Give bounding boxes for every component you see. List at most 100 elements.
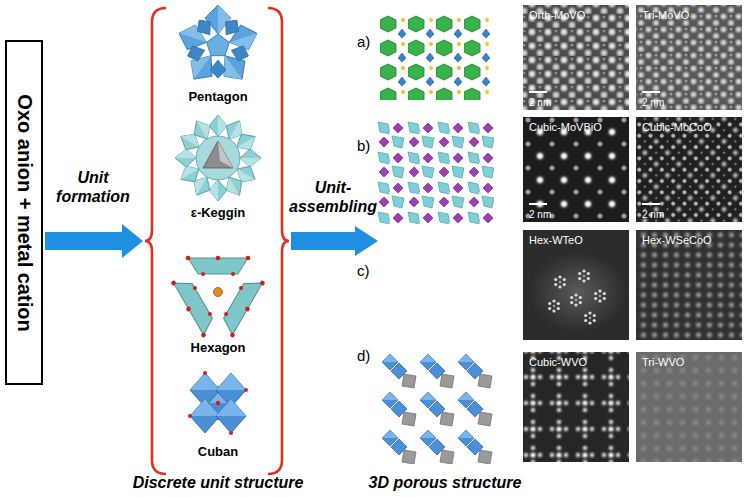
source-box: Oxo anion + metal cation <box>5 40 43 385</box>
micrograph <box>636 352 742 462</box>
illustration-circle <box>231 272 235 276</box>
illustration-rect <box>523 230 629 340</box>
micrograph-panel: Cubic-WVO <box>523 352 629 462</box>
panel-letter: d) <box>357 347 379 365</box>
illustration-circle <box>186 256 191 261</box>
illustration-g <box>186 256 251 276</box>
panel-letter: a) <box>357 33 379 51</box>
illustration-use <box>240 149 261 167</box>
panel-letter: c) <box>357 262 379 280</box>
unit-name: ε-Keggin <box>168 205 268 221</box>
micrograph-panel: Cubic-MoCoO 2 nm <box>636 117 742 222</box>
illustration-line <box>529 91 547 93</box>
illustration-circle <box>214 288 223 297</box>
illustration-use <box>584 311 596 324</box>
panel-letter: b) <box>357 137 379 155</box>
micrograph-panel: Hex-WSeCoO <box>636 230 742 340</box>
illustration-g <box>220 15 244 39</box>
illustration-polygon <box>218 115 227 136</box>
micrograph <box>523 230 629 340</box>
arrow-label: Unit formation <box>48 168 138 206</box>
unit-name: Cuban <box>168 444 268 460</box>
unit-formation-arrow <box>45 224 143 258</box>
sample-label: Tri-MoVO <box>642 9 689 21</box>
hexagon-unit <box>170 256 265 338</box>
sample-label: Hex-WSeCoO <box>642 234 712 246</box>
micrograph <box>636 117 742 222</box>
micrograph-panel: Tri-MoVO2 nm <box>636 5 742 110</box>
illustration-rect <box>451 244 467 266</box>
illustration-rect <box>45 232 123 250</box>
sample-label: Tri-WVO <box>642 356 684 368</box>
pentagon-unit <box>175 5 261 87</box>
illustration-path <box>268 8 289 474</box>
sample-label: Cubic-MoCoO <box>642 121 712 133</box>
illustration-use <box>578 269 590 282</box>
unit-name: Hexagon <box>168 340 268 356</box>
illustration-line <box>642 91 660 93</box>
illustration-path <box>145 8 166 474</box>
illustration-circle <box>244 388 248 392</box>
illustration-use <box>446 317 473 342</box>
micrograph <box>523 352 629 462</box>
sample-label: Cubic-WVO <box>529 356 587 368</box>
structure-model-c <box>381 240 494 344</box>
illustration-use <box>216 399 246 433</box>
structure-model-b <box>376 120 494 224</box>
scale-label: 2 nm <box>642 209 664 220</box>
illustration-use <box>381 279 408 304</box>
illustration-circle <box>216 401 220 405</box>
illustration-g <box>209 115 227 136</box>
illustration-use <box>201 52 234 85</box>
micrograph <box>636 230 742 340</box>
illustration-rect <box>291 232 357 250</box>
illustration-polygon <box>203 141 233 168</box>
illustration-use <box>390 259 430 290</box>
illustration-polygon <box>432 240 446 278</box>
illustration-use <box>216 272 266 338</box>
box-label: Oxo anion + metal cation <box>13 94 36 331</box>
illustration-circle <box>188 414 192 418</box>
illustration-g <box>451 244 467 266</box>
illustration-circle <box>246 256 251 261</box>
sample-label: Cubic-MoVBiO <box>529 121 602 133</box>
micrograph-panel: Orth-MoVO 2 nm <box>523 5 629 110</box>
illustration-circle <box>216 256 221 261</box>
micrograph <box>523 5 629 110</box>
illustration-circle <box>432 286 444 298</box>
arrow-label: Unit-assembling <box>283 178 383 216</box>
illustration-circle <box>196 136 240 180</box>
illustration-use <box>467 279 494 304</box>
illustration-circle <box>229 431 233 435</box>
illustration-g <box>432 240 446 278</box>
illustration-polygon <box>355 226 378 256</box>
illustration-polygon <box>220 15 244 39</box>
illustration-use <box>447 261 487 292</box>
structure-model-d <box>380 352 495 464</box>
illustration-polygon <box>218 141 233 168</box>
illustration-circle <box>201 272 205 276</box>
illustration-use <box>170 272 220 338</box>
micrograph-panel: Hex-WTeO <box>523 230 629 340</box>
red-bracket <box>145 8 289 474</box>
illustration-polygon <box>122 224 143 258</box>
illustration-use <box>594 289 606 302</box>
illustration-use <box>389 292 429 323</box>
illustration-ellipse <box>530 252 626 332</box>
micrograph-panel: Tri-WVO <box>636 352 742 462</box>
unit-assembling-arrow <box>291 226 378 256</box>
illustration-polygon <box>209 115 227 136</box>
illustration-use <box>408 318 424 340</box>
illustration-use <box>430 306 444 344</box>
unit-name: Pentagon <box>168 89 268 105</box>
scale-bar <box>529 92 660 204</box>
keggin-unit <box>175 115 261 201</box>
illustration-line <box>642 203 660 205</box>
illustration-line <box>529 203 547 205</box>
illustration-use <box>446 294 486 325</box>
illustration-circle <box>437 256 441 260</box>
sample-label: Orth-MoVO <box>529 9 585 21</box>
scale-label: 2 nm <box>529 97 551 108</box>
